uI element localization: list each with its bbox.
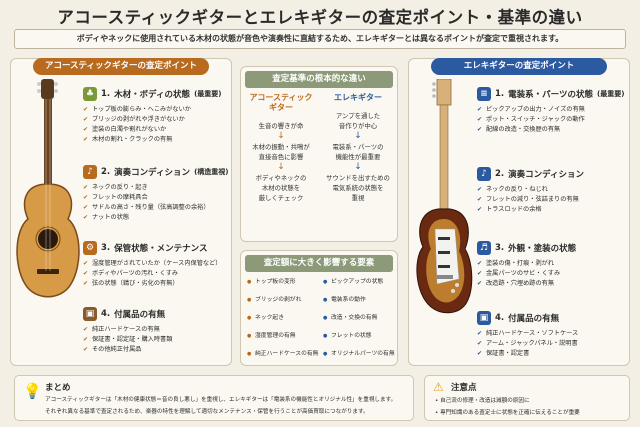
acoustic-basis-2: 木材の振動・共鳴が 直接音色に影響 <box>252 143 310 161</box>
list-item: フレットの摩耗具合 <box>83 193 228 203</box>
list-item: 湿度管理がされていたか（ケース内保管など） <box>83 259 221 269</box>
list-item: 純正ハードケース・ソフトケース <box>477 329 578 339</box>
guitar-icon: ♪ <box>477 167 491 181</box>
list-item: 金属パーツのサビ・くすみ <box>477 269 576 279</box>
factor-acoustic: ブリッジの剥がれ <box>247 295 301 305</box>
list-item: 純正ハードケースの有無 <box>83 325 172 335</box>
acoustic-panel-header: アコースティックギターの査定ポイント <box>33 58 209 75</box>
summary-line-1: アコースティックギターは「木材の健康状態＝音の良し悪し」を重視し、エレキギターは… <box>45 397 397 403</box>
summary-title: まとめ <box>45 383 71 393</box>
list-item: 塗装の傷・打痕・剥がれ <box>477 259 576 269</box>
factor-electric: 改造・交換の有無 <box>323 313 377 323</box>
difference-panel-header: 査定基準の根本的な違い <box>245 71 393 88</box>
electric-guitar-illustration <box>416 79 473 314</box>
tree-icon: ♣ <box>83 87 97 101</box>
electric-basis-label: エレキギター <box>334 93 382 102</box>
list-item: ボディやパーツの汚れ・くすみ <box>83 269 221 279</box>
guitar-body-icon: ♬ <box>477 241 491 255</box>
factor-acoustic: トップ板の変形 <box>247 277 296 287</box>
summary-box: 💡 まとめ アコースティックギターは「木材の健康状態＝音の良し悪し」を重視し、エ… <box>14 375 414 421</box>
notes-title: 注意点 <box>451 383 477 393</box>
case-icon: ▣ <box>83 307 97 321</box>
list-item: 塗装の白濁や割れがないか <box>83 125 221 135</box>
list-item: 保証書・認定書 <box>477 349 578 359</box>
page-title: アコースティックギターとエレキギターの査定ポイント・基準の違い <box>57 8 583 27</box>
arrow-down-icon: ↓ <box>354 131 362 141</box>
electric-basis-1: アンプを通した 音作りが中心 <box>335 112 381 130</box>
acoustic-section-3: ⚙ 3.保管状態・メンテナンス 湿度管理がされていたか（ケース内保管など） ボデ… <box>83 241 221 289</box>
list-item: 配線の改造・交換歴の有無 <box>477 125 624 135</box>
gear-icon: ⚙ <box>83 241 97 255</box>
list-item: 保証書・認定証・購入時書類 <box>83 335 172 345</box>
list-item: 木材の割れ・クラックの有無 <box>83 135 221 145</box>
acoustic-guitar-illustration <box>16 79 80 298</box>
arrow-down-icon: ↓ <box>354 162 362 172</box>
page-subtitle: ボディやネックに使用されている木材の状態が音色や演奏性に直結するため、エレキギタ… <box>14 29 626 49</box>
factors-panel: 査定額に大きく影響する要素 トップ板の変形 ブリッジの剥がれ ネック起き 湿度管… <box>240 250 398 366</box>
notes-item: • 専門知識のある査定士に状態を正確に伝えることが重要 <box>435 410 580 416</box>
acoustic-basis-3: ボディやネックの 木材の状態を 厳しくチェック <box>255 174 307 202</box>
list-item: その他純正付属品 <box>83 345 172 355</box>
acoustic-section-1: ♣ 1.木材・ボディの状態(最重要) トップ板の膨らみ・へこみがないか ブリッジ… <box>83 87 221 145</box>
electric-section-2: ♪ 2.演奏コンディション ネックの反り・ねじれ フレットの減り・弦詰まりの有無… <box>477 167 584 215</box>
lightbulb-icon: 💡 <box>23 382 42 400</box>
electric-section-1: ≡ 1.電装系・パーツの状態(最重要) ピックアップの出力・ノイズの有無 ポット… <box>477 87 624 135</box>
summary-line-2: それぞれ異なる基準で査定されるため、楽器の特性を理解して適切なメンテナンス・保管… <box>45 409 369 415</box>
list-item: ピックアップの出力・ノイズの有無 <box>477 105 624 115</box>
arrow-down-icon: ↓ <box>277 131 285 141</box>
electric-basis-column: エレキギター アンプを通した 音作りが中心 ↓ 電装系・パーツの 機能性が最重要… <box>321 93 395 203</box>
list-item: フレットの減り・弦詰まりの有無 <box>477 195 584 205</box>
list-item: ポット・スイッチ・ジャックの動作 <box>477 115 624 125</box>
factor-electric: フレットの状態 <box>323 331 372 341</box>
list-item: ネックの反り・ねじれ <box>477 185 584 195</box>
factors-panel-header: 査定額に大きく影響する要素 <box>245 255 393 272</box>
list-item: 弦の状態（錆び・劣化の有無） <box>83 279 221 289</box>
case-icon: ▣ <box>477 311 491 325</box>
list-item: サドルの高さ・残り量（弦高調整の余裕） <box>83 203 228 213</box>
factor-acoustic: 湿度管理の有無 <box>247 331 296 341</box>
electric-basis-2: 電装系・パーツの 機能性が最重要 <box>332 143 384 161</box>
electric-panel-header: エレキギターの査定ポイント <box>431 58 607 75</box>
list-item: トップ板の膨らみ・へこみがないか <box>83 105 221 115</box>
electric-section-3: ♬ 3.外観・塗装の状態 塗装の傷・打痕・剥がれ 金属パーツのサビ・くすみ 改造… <box>477 241 576 289</box>
notes-box: ⚠ 注意点 • 自己流の修理・改造は減額の原因に • 専門知識のある査定士に状態… <box>424 375 630 421</box>
warning-icon: ⚠ <box>433 380 444 394</box>
electric-section-4: ▣ 4.付属品の有無 純正ハードケース・ソフトケース アーム・ジャックパネル・説… <box>477 311 578 359</box>
notes-item: • 自己流の修理・改造は減額の原因に <box>435 398 530 404</box>
acoustic-panel: アコースティックギターの査定ポイント ♣ 1.木材・ボディの状態(最重要) トッ… <box>10 58 232 366</box>
factor-electric: オリジナルパーツの有無 <box>323 349 395 359</box>
acoustic-section-2: ♪ 2.演奏コンディション(構造重視) ネックの反り・起き フレットの摩耗具合 … <box>83 165 228 223</box>
electric-basis-3: サウンドを出すための 電気系統の状態を 重視 <box>326 174 390 202</box>
guitar-icon: ♪ <box>83 165 97 179</box>
factor-electric: ピックアップの状態 <box>323 277 383 287</box>
list-item: アーム・ジャックパネル・説明書 <box>477 339 578 349</box>
list-item: トラスロッドの余格 <box>477 205 584 215</box>
acoustic-section-4: ▣ 4.付属品の有無 純正ハードケースの有無 保証書・認定証・購入時書類 その他… <box>83 307 172 355</box>
list-item: 改造跡・穴埋め跡の有無 <box>477 279 576 289</box>
circuit-icon: ≡ <box>477 87 491 101</box>
factor-electric: 電装系の動作 <box>323 295 366 305</box>
factor-acoustic: ネック起き <box>247 313 284 323</box>
list-item: ナットの状態 <box>83 213 228 223</box>
list-item: ネックの反り・起き <box>83 183 228 193</box>
list-item: ブリッジの剥がれや浮きがないか <box>83 115 221 125</box>
acoustic-basis-1: 生音の響きが命 <box>258 122 304 130</box>
electric-panel: エレキギターの査定ポイント ≡ 1.電装系・パーツの状態(最重要) ピックアップ… <box>408 58 630 366</box>
acoustic-basis-label: アコースティック ギター <box>249 93 313 112</box>
acoustic-basis-column: アコースティック ギター 生音の響きが命 ↓ 木材の振動・共鳴が 直接音色に影響… <box>245 93 317 203</box>
factor-acoustic: 純正ハードケースの有無 <box>247 349 318 359</box>
difference-panel: 査定基準の根本的な違い アコースティック ギター 生音の響きが命 ↓ 木材の振動… <box>240 66 398 242</box>
arrow-down-icon: ↓ <box>277 162 285 172</box>
